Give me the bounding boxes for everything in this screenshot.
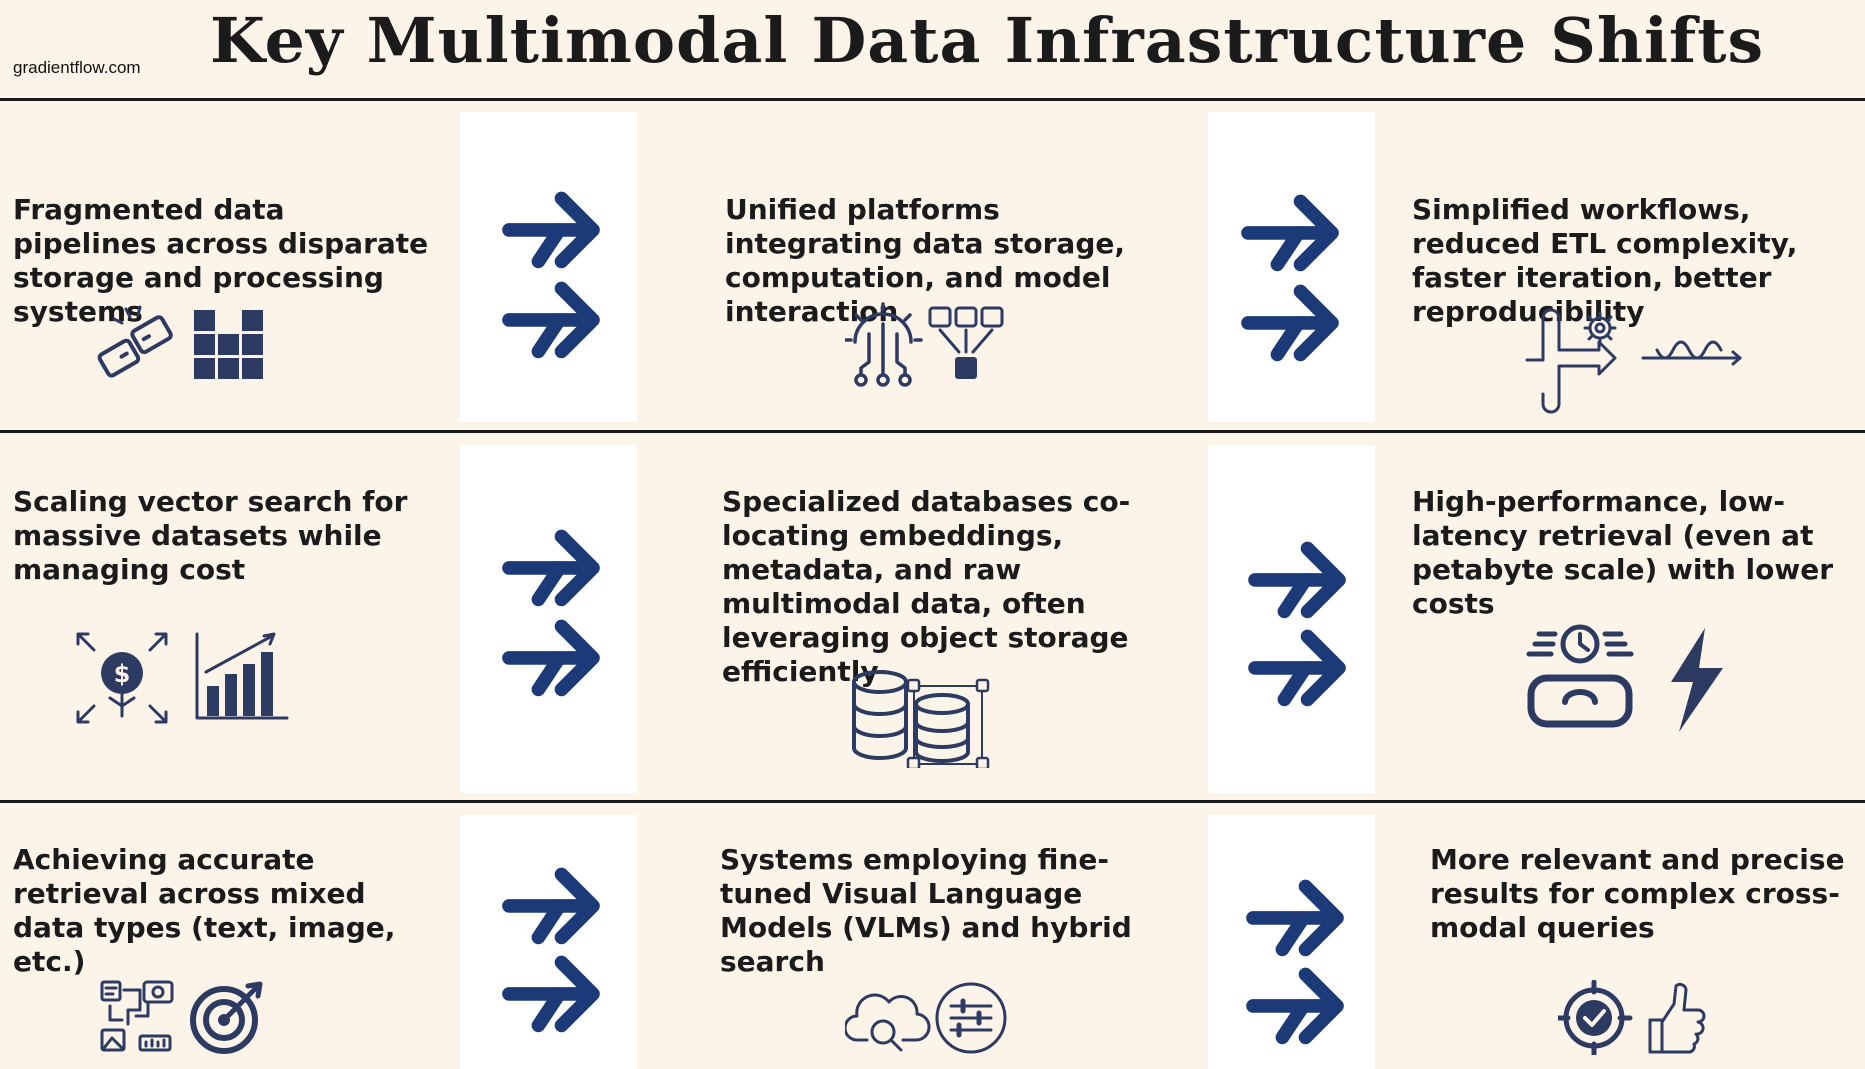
solution-text-row-2: Specialized databases co-locating embedd… <box>722 485 1131 688</box>
sliders-icon <box>935 982 1007 1054</box>
database-selection-icon <box>852 670 990 768</box>
source-label: gradientflow.com <box>13 58 141 77</box>
outcome-icons-row-3 <box>1558 980 1708 1055</box>
double-arrow-icon <box>1235 193 1345 277</box>
double-arrow-icon <box>1240 878 1350 962</box>
workflow-gear-icon <box>1525 308 1617 414</box>
outcome-text-row-2: High-performance, low-latency retrieval … <box>1412 485 1834 620</box>
double-arrow-icon <box>496 954 606 1038</box>
broken-link-icon <box>97 305 173 378</box>
lightning-icon <box>1671 628 1723 732</box>
challenge-icons-row-1 <box>90 305 270 385</box>
gear-circuit-icon <box>845 302 923 387</box>
speed-gauge-icon <box>1526 624 1634 728</box>
mixed-data-icon <box>100 980 174 1052</box>
double-arrow-icon <box>496 280 606 364</box>
fragmented-grid-icon <box>194 310 263 379</box>
cost-scaling-icon: $ <box>76 632 168 724</box>
outcome-text-row-1: Simplified workflows, reduced ETL comple… <box>1412 193 1798 328</box>
challenge-text-row-3: Achieving accurate retrieval across mixe… <box>13 843 396 978</box>
bar-growth-icon <box>195 632 289 720</box>
thumbs-up-icon <box>1648 982 1706 1054</box>
arrow-column-2-row-2 <box>1208 445 1375 793</box>
divider-row-2 <box>0 800 1865 803</box>
solution-icons-row-3 <box>845 980 1015 1055</box>
double-arrow-icon <box>1235 283 1345 367</box>
double-arrow-icon <box>496 528 606 612</box>
arrow-column-1-row-1 <box>460 112 637 422</box>
wave-arrow-icon <box>1641 340 1742 366</box>
divider-row-1 <box>0 430 1865 433</box>
outcome-icons-row-2 <box>1525 622 1755 737</box>
header: gradientflow.com Key Multimodal Data Inf… <box>0 0 1865 100</box>
double-arrow-icon <box>496 190 606 274</box>
solution-icons-row-1 <box>845 302 1015 392</box>
double-arrow-icon <box>496 866 606 950</box>
challenge-text-row-1: Fragmented data pipelines across dispara… <box>13 193 429 328</box>
merge-blocks-icon <box>928 306 1004 379</box>
solution-text-row-1: Unified platforms integrating data stora… <box>725 193 1125 328</box>
svg-text:$: $ <box>114 660 131 688</box>
double-arrow-icon <box>1240 966 1350 1050</box>
challenge-icons-row-2: $ <box>72 628 302 728</box>
page-title: Key Multimodal Data Infrastructure Shift… <box>210 4 1765 77</box>
target-icon <box>190 981 263 1054</box>
precision-check-icon <box>1558 980 1633 1055</box>
double-arrow-icon <box>496 618 606 702</box>
arrow-column-1-row-3 <box>460 815 637 1069</box>
cloud-search-icon <box>845 993 931 1052</box>
challenge-text-row-2: Scaling vector search for massive datase… <box>13 485 408 586</box>
double-arrow-icon <box>1242 540 1352 624</box>
solution-text-row-3: Systems employing fine-tuned Visual Lang… <box>720 843 1132 978</box>
outcome-icons-row-1 <box>1525 308 1745 418</box>
solution-icons-row-2 <box>850 668 1000 768</box>
arrow-column-2-row-1 <box>1208 112 1375 422</box>
arrow-column-1-row-2 <box>460 445 637 793</box>
challenge-icons-row-3 <box>100 980 270 1055</box>
divider-top <box>0 98 1865 101</box>
double-arrow-icon <box>1242 628 1352 712</box>
outcome-text-row-3: More relevant and precise results for co… <box>1430 843 1845 944</box>
